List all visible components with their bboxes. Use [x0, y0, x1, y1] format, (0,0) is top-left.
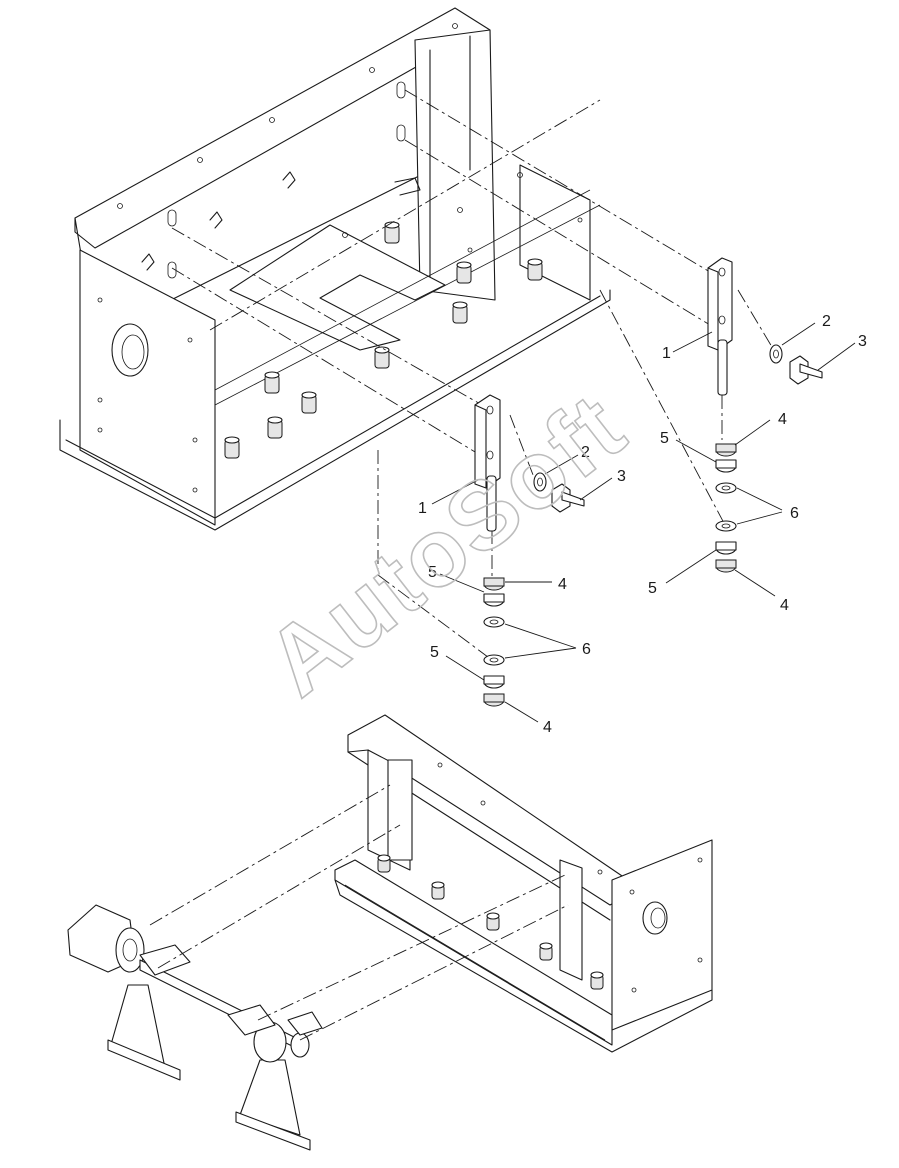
hanger-rod-right — [717, 339, 728, 396]
leader-lines — [431, 322, 856, 723]
bolt-right — [789, 355, 823, 385]
mounting-holes — [97, 23, 583, 493]
callout-1: 1 — [418, 500, 427, 517]
callout-5: 5 — [428, 564, 437, 581]
lower-right-upright — [559, 859, 583, 981]
callout-4: 4 — [558, 576, 567, 593]
lower-end-plate — [611, 839, 713, 1031]
callout-6: 6 — [582, 641, 591, 658]
hanger-bracket-left — [474, 394, 501, 532]
callout-5: 5 — [660, 430, 669, 447]
washer-left — [533, 472, 547, 492]
hanger-rod-left — [486, 475, 497, 532]
watermark-text: AutoSoft — [247, 373, 645, 717]
callout-4: 4 — [778, 411, 787, 428]
washer-right — [769, 344, 783, 364]
nut-stack-left — [483, 577, 505, 707]
frame-bolts — [224, 221, 543, 459]
callout-2: 2 — [581, 444, 590, 461]
frame-inner-bracket — [229, 224, 446, 351]
nut-stack-right — [715, 443, 737, 573]
callout-1: 1 — [662, 345, 671, 362]
lower-frame-assembly — [334, 714, 713, 1053]
lower-bolts — [377, 854, 604, 990]
callout-3: 3 — [617, 468, 626, 485]
callout-4: 4 — [780, 597, 789, 614]
adjustment-slots — [167, 81, 406, 279]
callout-3: 3 — [858, 333, 867, 350]
frame-right-upright — [414, 29, 496, 301]
upper-frame-assembly — [59, 7, 611, 531]
end-plate-bore — [111, 323, 149, 377]
callout-labels: 2 3 1 4 5 6 5 4 1 2 3 5 4 6 5 4 — [418, 313, 867, 736]
callout-2: 2 — [822, 313, 831, 330]
shaft-assembly — [67, 904, 323, 1151]
hanger-bracket-right — [707, 257, 733, 396]
callout-6: 6 — [790, 505, 799, 522]
callout-5: 5 — [430, 644, 439, 661]
callout-5: 5 — [648, 580, 657, 597]
callout-4: 4 — [543, 719, 552, 736]
assembly-lines-upper — [171, 89, 776, 661]
frame-end-plate — [79, 249, 216, 526]
assembly-lines-lower — [149, 784, 569, 1041]
bolt-left — [551, 483, 585, 513]
